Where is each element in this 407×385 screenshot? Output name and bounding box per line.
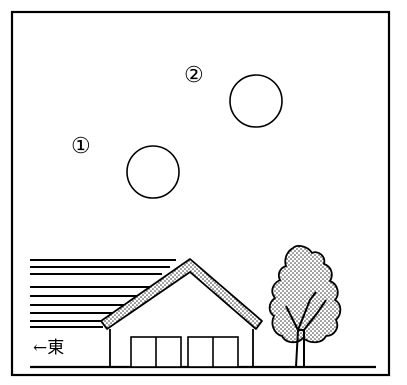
east-direction-label: ←東 xyxy=(33,338,64,358)
tree xyxy=(268,245,342,368)
house xyxy=(100,258,263,368)
house-roof xyxy=(100,258,263,330)
house-window-right xyxy=(187,336,239,368)
tree-crown xyxy=(268,245,342,344)
house-window-left xyxy=(130,336,182,368)
distant-building xyxy=(30,259,176,328)
sun-circle-2 xyxy=(229,74,283,128)
sun-label-1: ① xyxy=(71,134,91,159)
sun-label-2: ② xyxy=(184,63,204,88)
sun-circle-1 xyxy=(126,145,180,199)
